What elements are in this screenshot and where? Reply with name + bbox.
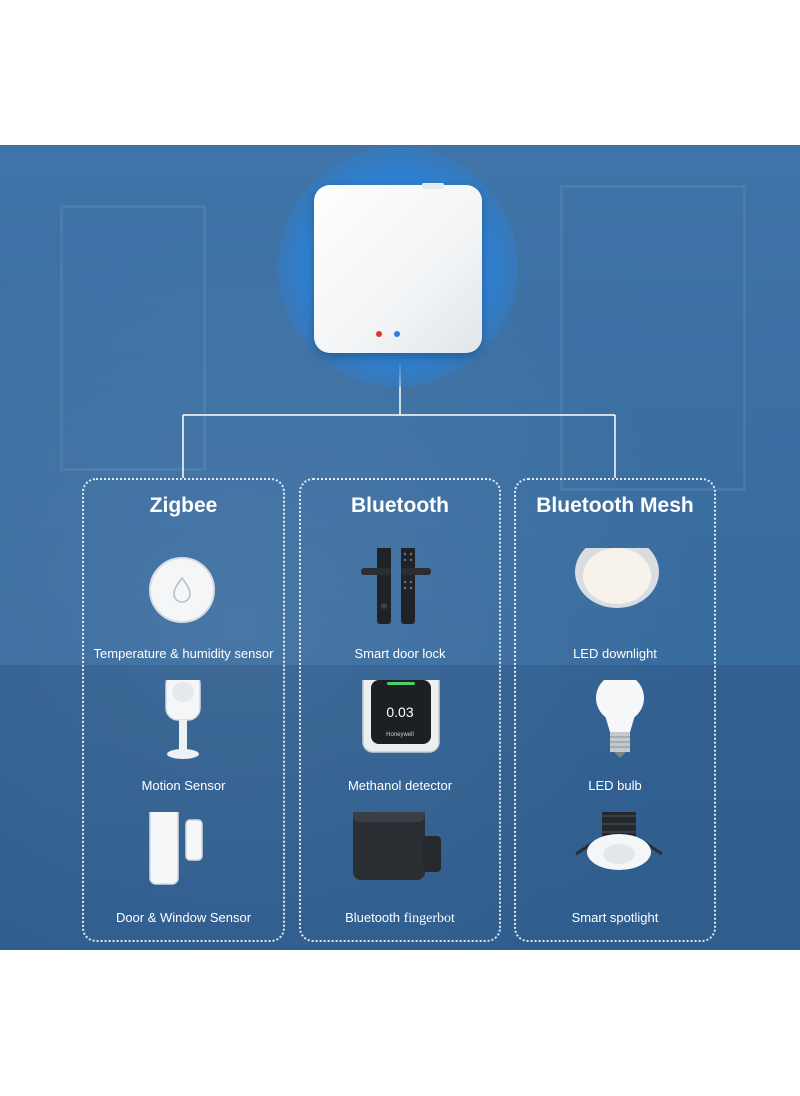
item-label-suffix: fingerbot — [404, 911, 455, 926]
item-label: Smart spotlight — [516, 910, 714, 925]
zigbee-column: Zigbee Temperature & humidity sensor Mot… — [82, 478, 285, 942]
item-label: Temperature & humidity sensor — [84, 646, 283, 661]
list-item: Smart spotlight — [516, 812, 714, 942]
column-title: Bluetooth — [301, 494, 499, 518]
item-label: Door & Window Sensor — [84, 910, 283, 925]
list-item: LED downlight — [516, 548, 714, 678]
hub-icon — [314, 185, 482, 353]
spotlight-icon — [516, 812, 718, 912]
bluetooth-column: Bluetooth Smart door lock — [299, 478, 501, 942]
door-lock-icon — [301, 548, 503, 648]
fingerbot-icon — [301, 812, 503, 912]
list-item: LED bulb — [516, 680, 714, 810]
methanol-detector-icon — [301, 680, 503, 780]
column-title: Bluetooth Mesh — [516, 494, 714, 518]
item-label: Methanol detector — [301, 778, 499, 793]
item-label: Bluetooth fingerbot — [301, 910, 499, 927]
list-item: Bluetooth fingerbot — [301, 812, 499, 942]
column-title: Zigbee — [84, 494, 283, 518]
red-indicator-led — [376, 331, 382, 337]
list-item: 0.03 Honeywell Methanol detector — [301, 680, 499, 810]
background-panel: Zigbee Temperature & humidity sensor Mot… — [0, 145, 800, 950]
motion-sensor-icon — [84, 680, 287, 780]
bulb-icon — [516, 680, 718, 780]
bluetooth-mesh-column: Bluetooth Mesh LED downlight LED bulb — [514, 478, 716, 942]
list-item: Door & Window Sensor — [84, 812, 283, 942]
list-item: Motion Sensor — [84, 680, 283, 810]
item-label: LED downlight — [516, 646, 714, 661]
item-label: LED bulb — [516, 778, 714, 793]
item-label-prefix: Bluetooth — [345, 910, 404, 925]
downlight-icon — [516, 548, 718, 648]
detector-brand: Honeywell — [301, 732, 499, 738]
blue-indicator-led — [394, 331, 400, 337]
list-item: Smart door lock — [301, 548, 499, 678]
list-item: Temperature & humidity sensor — [84, 548, 283, 678]
item-label: Smart door lock — [301, 646, 499, 661]
detector-reading: 0.03 — [301, 704, 499, 720]
door-window-sensor-icon — [84, 812, 287, 912]
item-label: Motion Sensor — [84, 778, 283, 793]
humidity-sensor-icon — [84, 548, 287, 648]
hub-port — [422, 183, 444, 189]
